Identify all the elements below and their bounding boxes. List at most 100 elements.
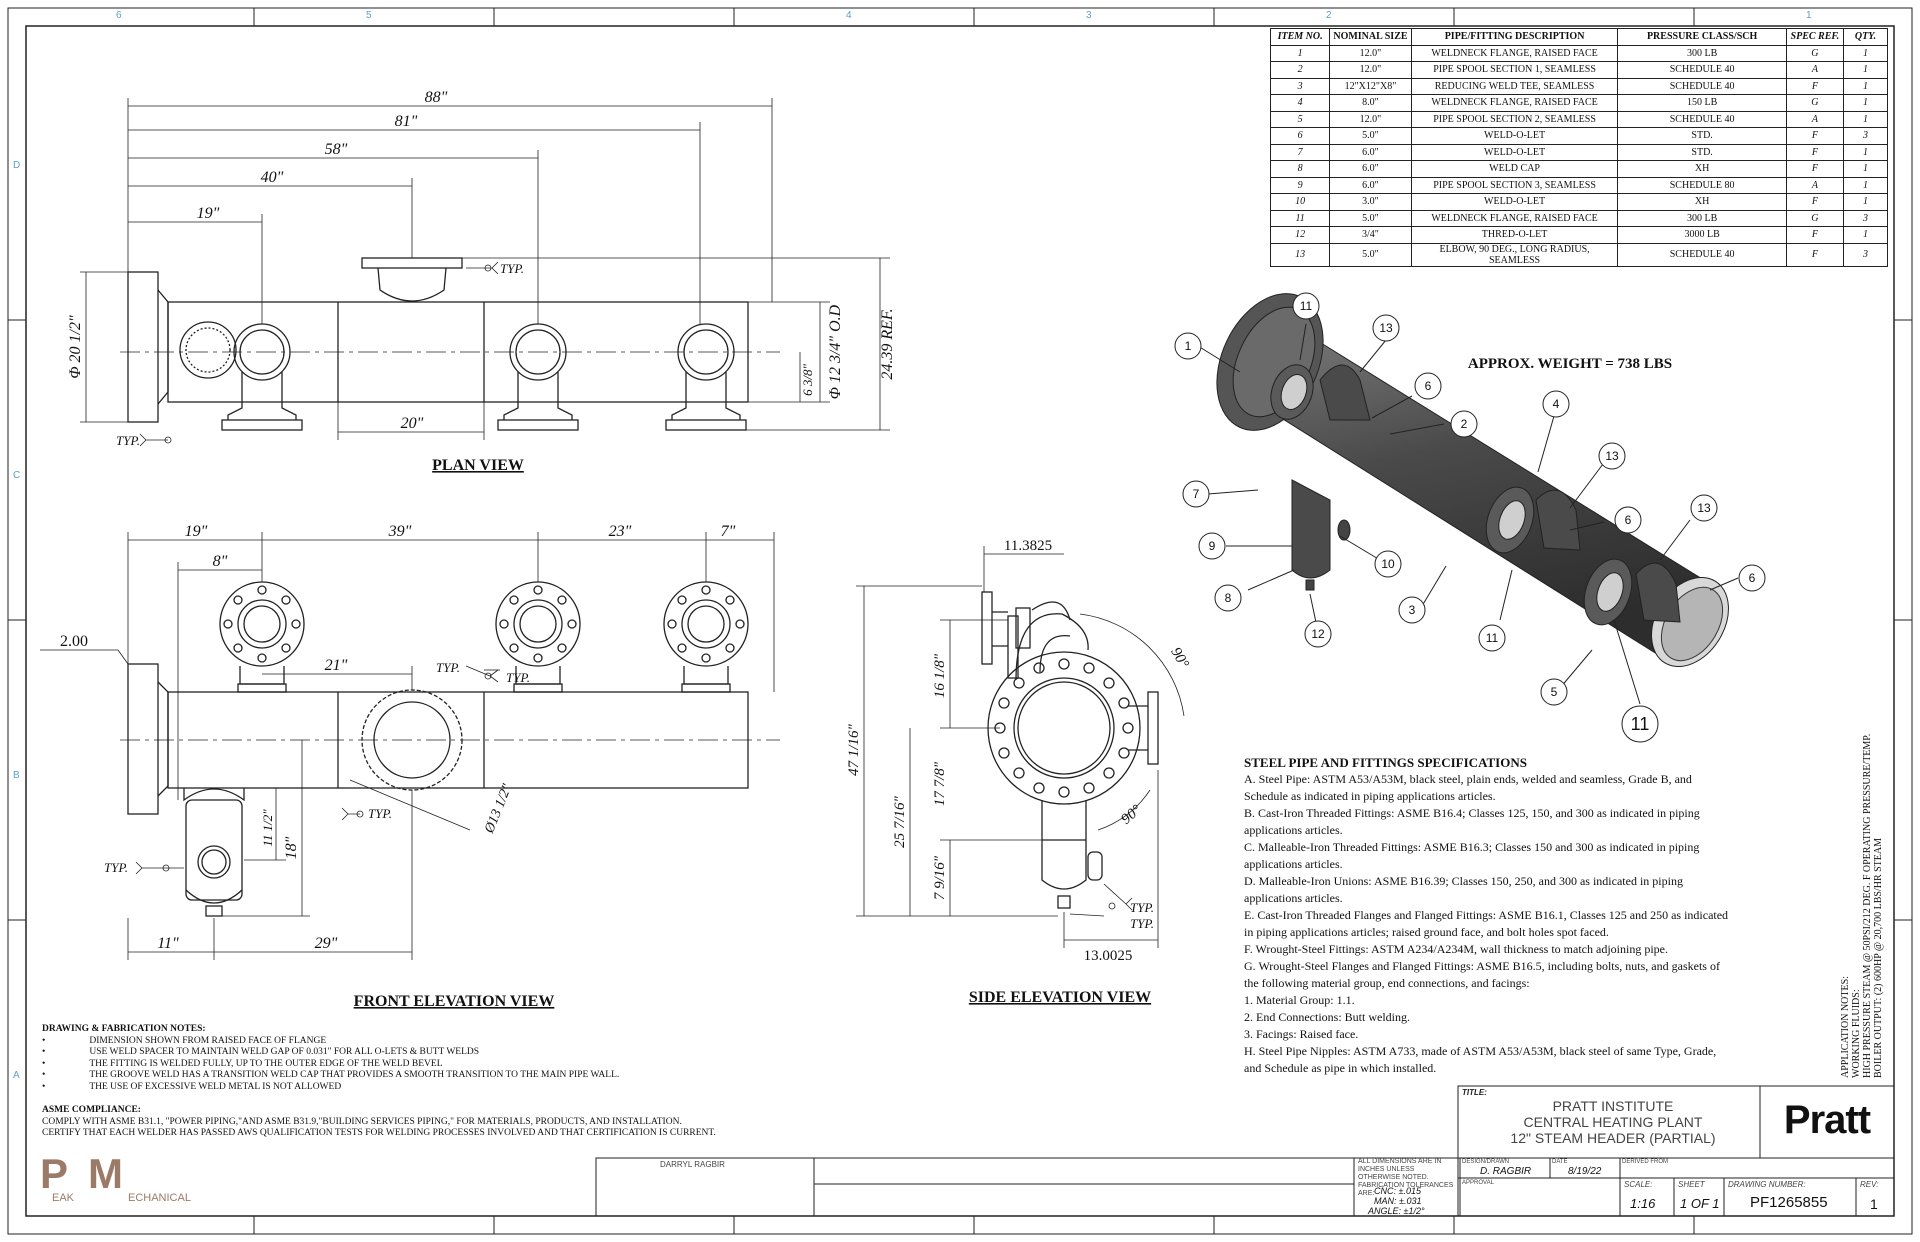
- spec-line: C. Malleable-Iron Threaded Fittings: ASM…: [1244, 840, 1700, 854]
- zone-top-5: 5: [366, 10, 372, 21]
- bom-cell: 300 LB: [1617, 209, 1787, 227]
- date-value: 8/19/22: [1568, 1166, 1602, 1177]
- asme-line: COMPLY WITH ASME B31.1, "POWER PIPING,"A…: [42, 1116, 682, 1127]
- plan-dim-58: 58": [325, 141, 348, 158]
- bom-cell: 3000 LB: [1617, 226, 1787, 244]
- balloon-1: 1: [1185, 339, 1192, 353]
- zone-side-b: B: [13, 770, 20, 781]
- zone-top-2: 2: [1326, 10, 1332, 21]
- designer-label: DESIGN/DRAWN: [1462, 1159, 1510, 1165]
- bom-cell: 5: [1269, 110, 1331, 128]
- fab-note-text: THE GROOVE WELD HAS A TRANSITION WELD CA…: [89, 1070, 620, 1080]
- balloon-7: 7: [1193, 487, 1200, 501]
- bom-cell: 12: [1269, 226, 1331, 244]
- bom-cell: G: [1785, 94, 1845, 112]
- zone-top-1: 1: [1806, 10, 1812, 21]
- scale-label: SCALE:: [1624, 1180, 1653, 1189]
- plan-dim-6-3-8: 6 3/8": [800, 364, 815, 396]
- side-view-title: SIDE ELEVATION VIEW: [969, 989, 1151, 1006]
- plan-dim-od: Φ 12 3/4" O.D: [827, 304, 844, 399]
- scale-value: 1:16: [1630, 1196, 1656, 1211]
- front-view-drawing: [40, 532, 780, 960]
- side-dim-17-7-8: 17 7/8": [932, 761, 948, 806]
- balloon-6b: 6: [1625, 513, 1632, 527]
- side-typ-2: TYP.: [1130, 916, 1154, 931]
- bom-cell: XH: [1617, 160, 1787, 178]
- plan-view-drawing: [80, 98, 890, 447]
- fab-note: •USE WELD SPACER TO MAINTAIN WELD GAP OF…: [42, 1047, 480, 1057]
- front-dim-39: 39": [388, 523, 412, 540]
- bom-cell: G: [1785, 209, 1845, 227]
- bom-cell: 12.0": [1329, 61, 1412, 79]
- bom-cell: SCHEDULE 40: [1617, 242, 1787, 267]
- spec-line: H. Steel Pipe Nipples: ASTM A733, made o…: [1244, 1044, 1717, 1058]
- rev-value: 1: [1870, 1196, 1878, 1212]
- front-dim-tee-dia: Ø13 1/2": [482, 782, 516, 836]
- front-typ-1: TYP.: [436, 660, 460, 675]
- bom-cell: 3: [1843, 242, 1888, 267]
- bom-cell: 11: [1269, 209, 1331, 227]
- bom-cell: REDUCING WELD TEE, SEAMLESS: [1410, 77, 1619, 95]
- bom-cell: 12.0": [1329, 110, 1412, 128]
- bom-cell: F: [1785, 143, 1845, 161]
- balloon-11a: 11: [1300, 299, 1313, 313]
- bom-cell: STD.: [1617, 127, 1787, 145]
- bom-header: NOMINAL SIZE: [1329, 28, 1412, 46]
- bom-cell: PIPE SPOOL SECTION 1, SEAMLESS: [1410, 61, 1619, 79]
- bom-cell: STD.: [1617, 143, 1787, 161]
- bom-cell: A: [1785, 61, 1845, 79]
- designer-name: D. RAGBIR: [1480, 1166, 1532, 1177]
- bom-cell: THRED-O-LET: [1410, 226, 1619, 244]
- logo-left: EAK: [52, 1192, 75, 1204]
- balloon-11c: 11: [1631, 714, 1650, 734]
- asme-heading: ASME COMPLIANCE:: [42, 1105, 141, 1115]
- approval-label: APPROVAL: [1462, 1180, 1494, 1186]
- side-dim-13-0025: 13.0025: [1084, 948, 1133, 964]
- fab-note-text: USE WELD SPACER TO MAINTAIN WELD GAP OF …: [89, 1047, 480, 1057]
- bom-cell: WELD-O-LET: [1410, 143, 1619, 161]
- bom-cell: 6.0": [1329, 160, 1412, 178]
- bom-cell: 5.0": [1329, 127, 1412, 145]
- bom-cell: 1: [1843, 226, 1888, 244]
- balloon-11b: 11: [1486, 631, 1499, 645]
- derived-label: DERIVED FROM: [1622, 1159, 1669, 1165]
- spec-heading: STEEL PIPE AND FITTINGS SPECIFICATIONS: [1244, 755, 1527, 770]
- title-label: TITLE:: [1462, 1088, 1487, 1097]
- bom-header: QTY.: [1843, 28, 1888, 46]
- spec-line: D. Malleable-Iron Unions: ASME B16.39; C…: [1244, 874, 1683, 888]
- spec-line: G. Wrought-Steel Flanges and Flanged Fit…: [1244, 959, 1720, 973]
- bom-cell: F: [1785, 160, 1845, 178]
- pratt-brand: Pratt: [1783, 1098, 1871, 1142]
- plan-dim-flange-dia: Φ 20 1/2": [67, 315, 84, 379]
- spec-line: A. Steel Pipe: ASTM A53/A53M, black stee…: [1244, 772, 1692, 786]
- fab-note-text: THE USE OF EXCESSIVE WELD METAL IS NOT A…: [89, 1081, 342, 1092]
- side-dim-25-7-16: 25 7/16": [892, 795, 908, 847]
- bom-header: SPEC REF.: [1785, 28, 1845, 46]
- bom-cell: 1: [1843, 44, 1888, 62]
- app-note-line: HIGH PRESSURE STEAM @ 50PSI/212 DEG. F O…: [1862, 733, 1873, 1078]
- balloon-8: 8: [1225, 591, 1232, 605]
- tol-man-value: ±.031: [1399, 1196, 1422, 1206]
- front-dim-19: 19": [185, 523, 208, 540]
- sheet-label: SHEET: [1678, 1180, 1705, 1189]
- zone-top-6: 6: [116, 10, 122, 21]
- balloon-6c: 6: [1749, 571, 1756, 585]
- side-dim-7-9-16: 7 9/16": [932, 855, 948, 900]
- side-view-drawing: [856, 546, 1185, 948]
- plan-dim-24-39: 24.39 REF.: [879, 308, 896, 379]
- bom-cell: 3.0": [1329, 193, 1412, 211]
- bom-cell: 1: [1843, 143, 1888, 161]
- isometric-view: 1 11 13 6 2 4 13 6 13 6 7 9 10 8 12 3 11…: [1174, 292, 1766, 743]
- front-dim-23: 23": [609, 523, 632, 540]
- bom-cell: 3: [1843, 127, 1888, 145]
- bom-cell: SCHEDULE 40: [1617, 61, 1787, 79]
- bom-header: PIPE/FITTING DESCRIPTION: [1410, 28, 1619, 46]
- spec-line: 3. Facings: Raised face.: [1244, 1027, 1359, 1041]
- bom-cell: 1: [1843, 110, 1888, 128]
